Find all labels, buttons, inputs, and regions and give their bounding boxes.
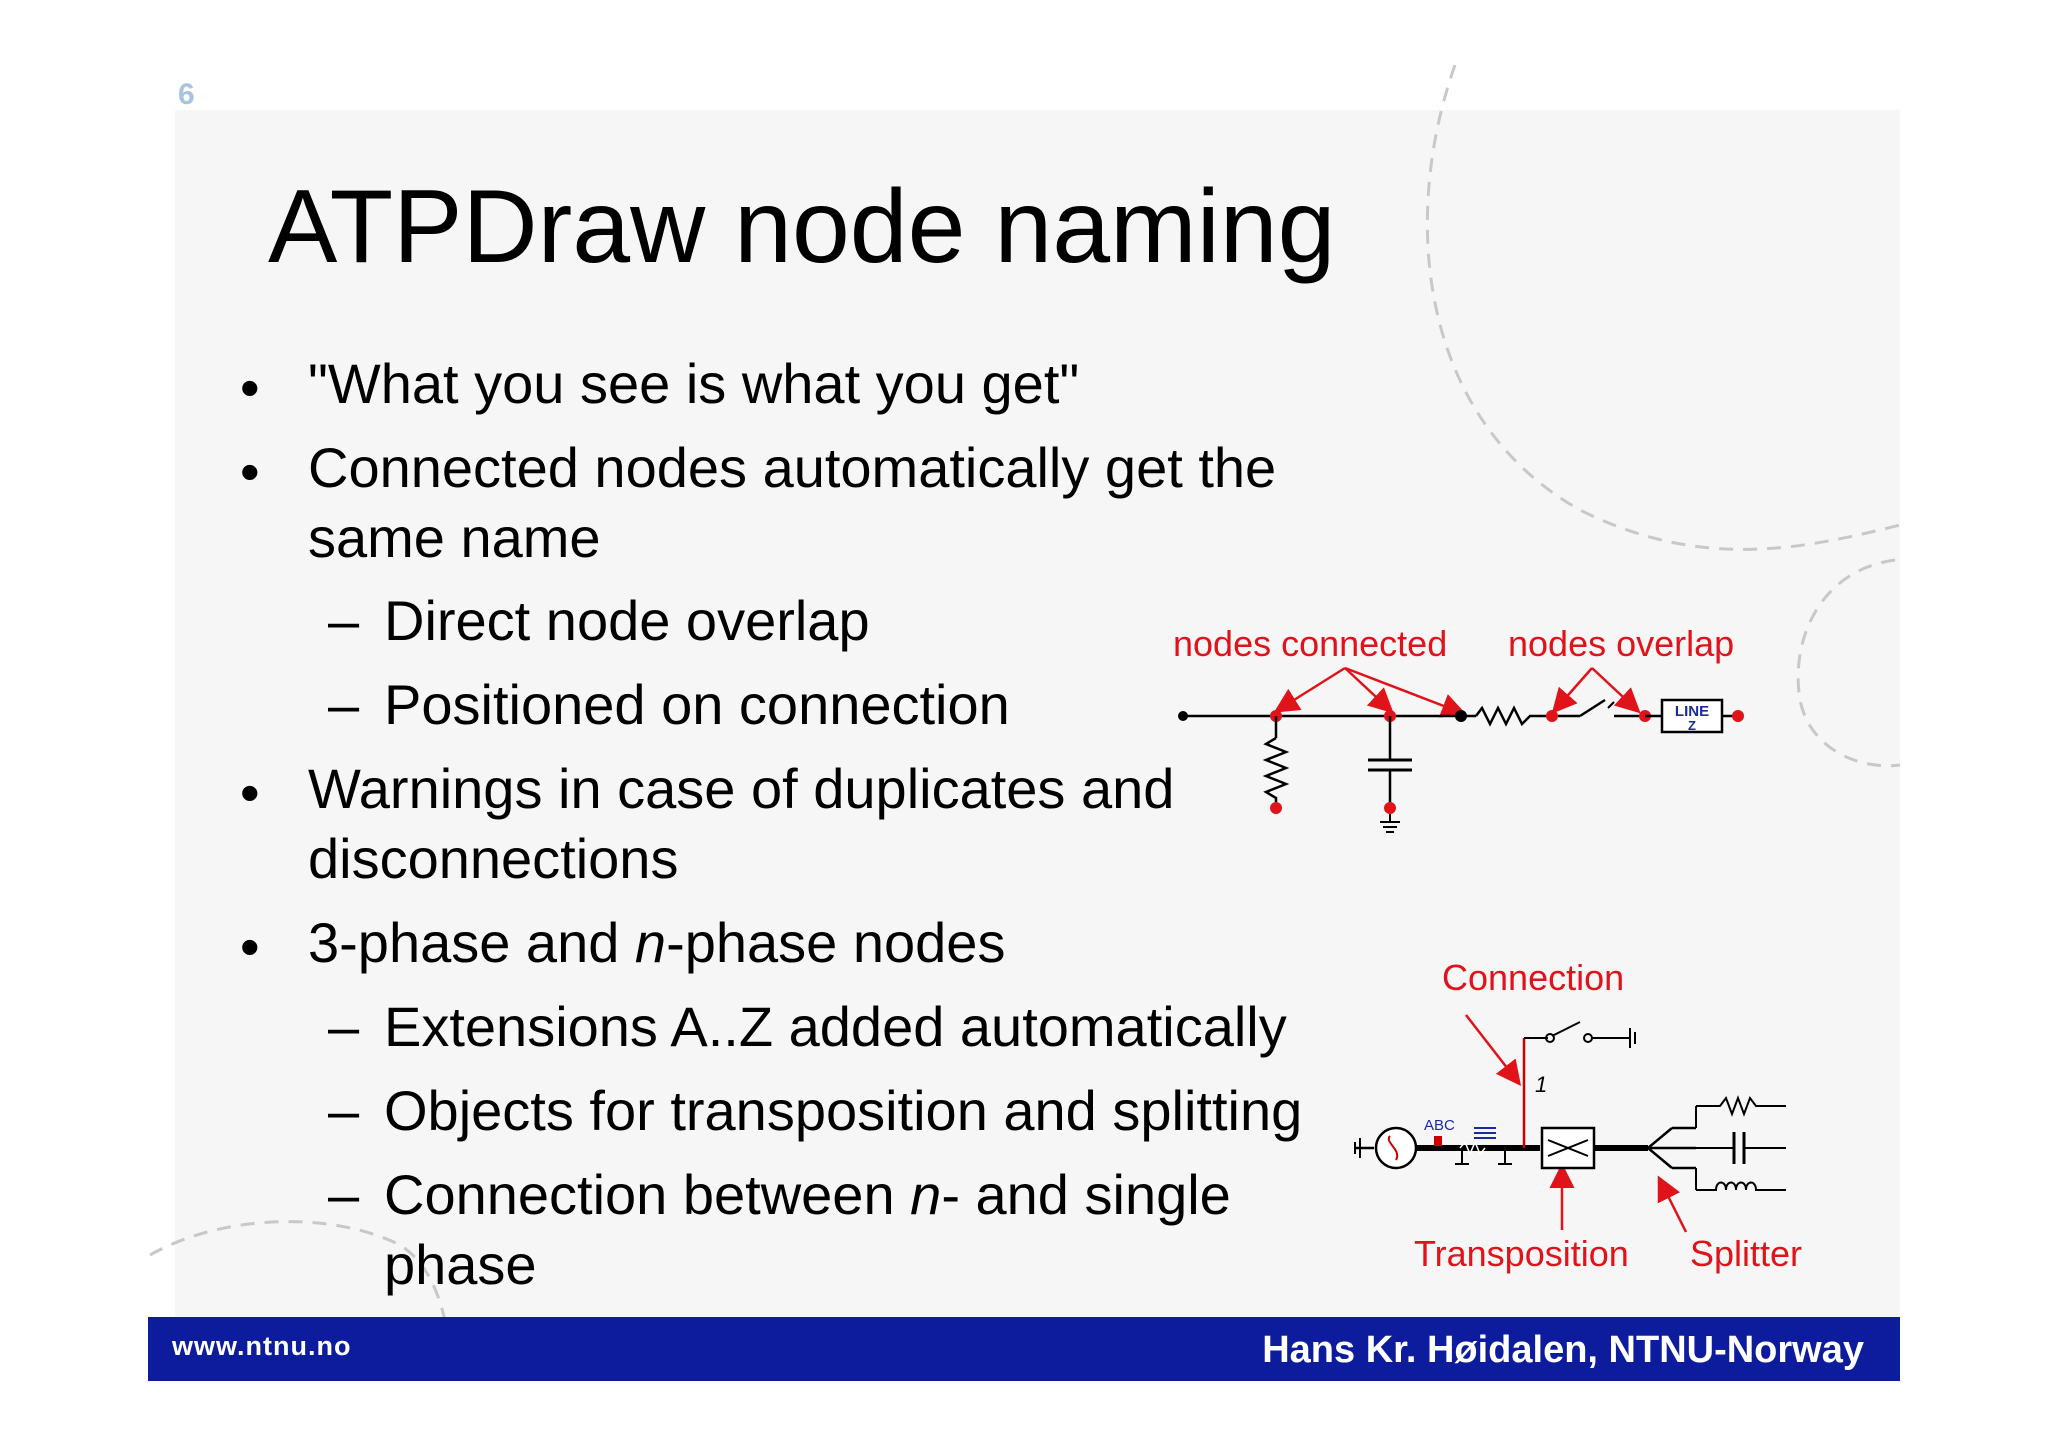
node-terminal <box>1178 711 1188 721</box>
dash-marker: – <box>328 995 360 1058</box>
resistor-series <box>1475 705 1550 727</box>
bullet-marker: • <box>240 915 260 978</box>
source-label: ABC <box>1424 1117 1455 1134</box>
phase-label: 1 <box>1535 1072 1547 1097</box>
sub-bullet-positioned: Positioned on connection <box>384 673 1010 736</box>
footer-author: Hans Kr. Høidalen, NTNU-Norway <box>1262 1329 1864 1371</box>
dash-marker: – <box>328 589 360 652</box>
dash-marker: – <box>328 1079 360 1142</box>
bullet-phase-nodes: 3-phase and n-phase nodes <box>308 911 1005 975</box>
arrow-connected-2 <box>1344 667 1394 714</box>
line-z-sub: Z <box>1688 718 1696 733</box>
bullet-wysiwyg: "What you see is what you get" <box>308 352 1080 415</box>
page-number: 6 <box>178 78 195 111</box>
slide-background <box>175 110 1900 1320</box>
switch-blade <box>1579 698 1606 718</box>
label-splitter: Splitter <box>1690 1233 1802 1274</box>
connection-text-italic: n <box>910 1163 942 1226</box>
switch-blade <box>1551 1021 1581 1037</box>
sub-bullet-direct-overlap: Direct node overlap <box>384 589 870 652</box>
arrow-splitter <box>1657 1175 1688 1233</box>
footer-url[interactable]: www.ntnu.no <box>172 1331 352 1361</box>
sub-bullet-extensions: Extensions A..Z added automatically <box>384 995 1287 1058</box>
node-dot <box>1270 802 1282 814</box>
arrow-connected-1 <box>1273 666 1346 713</box>
sub-bullet-connection: Connection between n- and single <box>384 1163 1231 1227</box>
label-transposition: Transposition <box>1414 1233 1629 1274</box>
sub-bullet-objects: Objects for transposition and splitting <box>384 1079 1303 1142</box>
bullet-marker: • <box>240 761 260 824</box>
bullet-marker: • <box>240 440 260 503</box>
arrow-overlap-1 <box>1551 667 1593 714</box>
slide-title: ATPDraw node naming <box>268 169 1336 285</box>
splitter-icon <box>1647 1127 1673 1149</box>
resistor-branch <box>1696 1095 1786 1117</box>
node-dot <box>1384 802 1396 814</box>
label-connection: Connection <box>1442 957 1624 998</box>
resistor-shunt <box>1262 736 1290 806</box>
ac-source-icon <box>1374 1126 1418 1170</box>
arrow-connection <box>1465 1014 1522 1086</box>
inductor-branch <box>1696 1181 1786 1191</box>
arrow-overlap-2 <box>1591 667 1641 714</box>
footer-bar: www.ntnu.no Hans Kr. Høidalen, NTNU-Norw… <box>148 1317 1900 1381</box>
line-z-text: LINE <box>1675 703 1709 720</box>
bullet-connected-line2: same name <box>308 506 601 569</box>
sub-bullet-connection-line2: phase <box>384 1233 537 1296</box>
phase-text-post: -phase nodes <box>666 911 1006 974</box>
label-nodes-connected: nodes connected <box>1173 623 1447 664</box>
bullet-marker: • <box>240 356 260 419</box>
bullet-warnings-line1: Warnings in case of duplicates and <box>308 757 1175 820</box>
phase-text-italic: n <box>634 911 667 974</box>
dash-marker: – <box>328 1163 360 1226</box>
arrow-connected-3 <box>1344 666 1467 718</box>
node-dot <box>1732 710 1744 722</box>
connection-text-post: - and single <box>941 1163 1231 1226</box>
connection-text-pre: Connection between <box>384 1163 911 1226</box>
bullet-warnings-line2: disconnections <box>308 827 679 890</box>
bullet-connected-line1: Connected nodes automatically get the <box>308 436 1277 499</box>
phase-text-pre: 3-phase and <box>308 911 635 974</box>
node-dot <box>1546 710 1558 722</box>
top-circuit: nodes connected nodes overlap LINE Z <box>1173 623 1744 833</box>
bottom-circuit: Connection Transposition Splitter ABC <box>1354 957 1802 1274</box>
dash-marker: – <box>328 673 360 736</box>
label-nodes-overlap: nodes overlap <box>1508 623 1734 664</box>
node-dot <box>1455 710 1467 722</box>
